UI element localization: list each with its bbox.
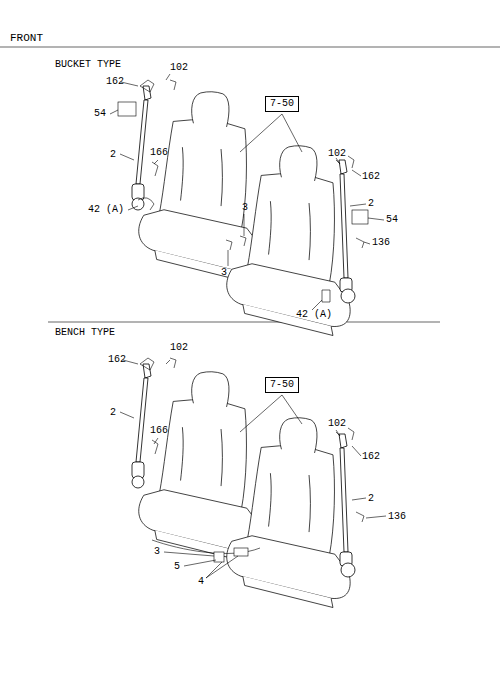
reference-box: 7-50 (265, 377, 299, 393)
callout-number: 3 (242, 203, 248, 213)
callout-number: 166 (150, 426, 168, 436)
callout-number: 136 (372, 238, 390, 248)
callout-number: 54 (94, 109, 106, 119)
callout-number: 162 (362, 452, 380, 462)
callout-number: 102 (328, 419, 346, 429)
callout-number: 2 (110, 150, 116, 160)
callout-number: 162 (108, 355, 126, 365)
callout-number: 102 (170, 343, 188, 353)
callout-number: 136 (388, 512, 406, 522)
callout-number: 102 (170, 63, 188, 73)
callout-number: 2 (368, 199, 374, 209)
page-heading: FRONT (10, 33, 43, 44)
callout-number: 2 (368, 494, 374, 504)
callout-number: 3 (221, 268, 227, 278)
section-heading: BUCKET TYPE (55, 60, 121, 70)
section-heading: BENCH TYPE (55, 328, 115, 338)
callout-number: 162 (362, 172, 380, 182)
callout-number: 42 (A) (88, 205, 124, 215)
callout-number: 42 (A) (296, 310, 332, 320)
callout-number: 3 (154, 547, 160, 557)
callout-number: 4 (198, 577, 204, 587)
callout-number: 2 (110, 408, 116, 418)
reference-box: 7-50 (265, 96, 299, 112)
callout-number: 102 (328, 149, 346, 159)
callout-number: 166 (150, 148, 168, 158)
callout-number: 54 (386, 215, 398, 225)
callout-number: 5 (174, 562, 180, 572)
reference-number: 7-50 (270, 98, 294, 109)
callout-number: 162 (106, 77, 124, 87)
reference-number: 7-50 (270, 379, 294, 390)
